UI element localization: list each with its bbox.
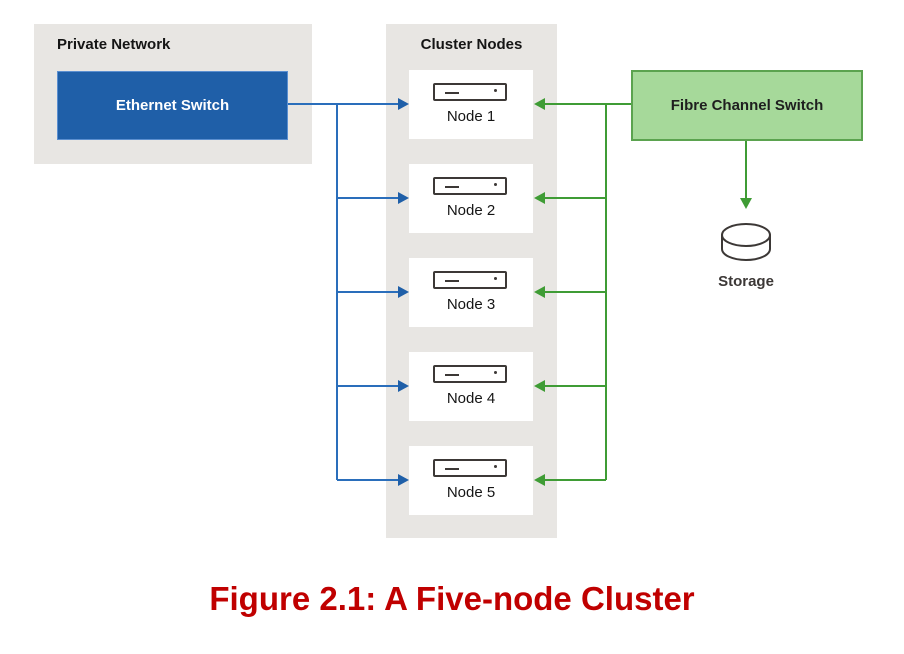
node-5: Node 5 [409, 446, 533, 515]
arrow-icon [534, 192, 545, 204]
arrow-icon [398, 380, 409, 392]
storage-label: Storage [718, 273, 774, 290]
arrow-icon [398, 192, 409, 204]
arrow-icon [398, 98, 409, 110]
ethernet-links [288, 103, 398, 481]
ethernet-trunk [288, 103, 338, 480]
node-1: Node 1 [409, 70, 533, 139]
server-icon [433, 271, 507, 289]
node-3: Node 3 [409, 258, 533, 327]
figure-caption: Figure 2.1: A Five-node Cluster [209, 580, 695, 617]
ethernet-switch: Ethernet Switch [57, 71, 288, 140]
cluster-nodes-title: Cluster Nodes [420, 36, 523, 53]
arrow-icon [534, 98, 545, 110]
node-label: Node 1 [446, 108, 496, 125]
node-4: Node 4 [409, 352, 533, 421]
arrow-icon [398, 474, 409, 486]
ethernet-arrowheads [398, 98, 409, 486]
server-icon [433, 83, 507, 101]
node-label: Node 3 [446, 296, 496, 313]
node-label: Node 4 [446, 390, 496, 407]
server-icon [433, 365, 507, 383]
fibre-links [545, 103, 747, 481]
server-icon [433, 177, 507, 195]
arrow-icon [398, 286, 409, 298]
arrow-icon [534, 286, 545, 298]
arrow-icon [534, 474, 545, 486]
node-label: Node 2 [446, 202, 496, 219]
fibre-arrowheads [534, 98, 752, 486]
fibre-channel-switch: Fibre Channel Switch [631, 70, 863, 141]
node-label: Node 5 [446, 484, 496, 501]
storage-icon [721, 223, 771, 261]
private-network-title: Private Network [57, 36, 171, 53]
fibre-trunk [605, 103, 631, 480]
node-2: Node 2 [409, 164, 533, 233]
arrow-icon [740, 198, 752, 209]
arrow-icon [534, 380, 545, 392]
server-icon [433, 459, 507, 477]
